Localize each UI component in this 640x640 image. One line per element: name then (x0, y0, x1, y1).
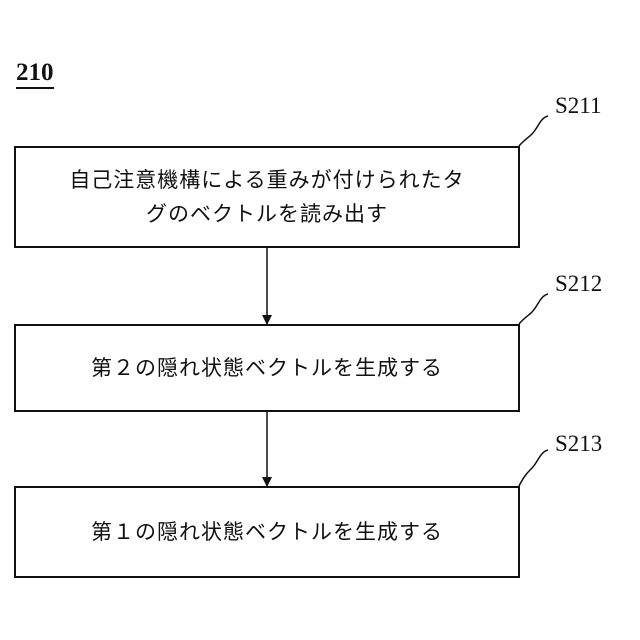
step-text-s211-line1: 自己注意機構による重みが付けられたタ (69, 163, 464, 197)
step-id-s212: S212 (555, 272, 602, 295)
step-box-s212: 第２の隠れ状態ベクトルを生成する (14, 324, 520, 412)
step-text-s212: 第２の隠れ状態ベクトルを生成する (91, 351, 443, 385)
step-text-s213: 第１の隠れ状態ベクトルを生成する (91, 515, 443, 549)
step-box-s213: 第１の隠れ状態ベクトルを生成する (14, 486, 520, 578)
leader-line-s212 (519, 294, 548, 324)
step-id-s211: S211 (555, 94, 601, 117)
leader-line-s213 (519, 450, 548, 486)
step-text-s211-line2: グのベクトルを読み出す (69, 197, 464, 231)
leader-line-s211 (519, 116, 548, 146)
step-id-s213: S213 (555, 432, 602, 455)
step-box-s211: 自己注意機構による重みが付けられたタ グのベクトルを読み出す (14, 146, 520, 248)
